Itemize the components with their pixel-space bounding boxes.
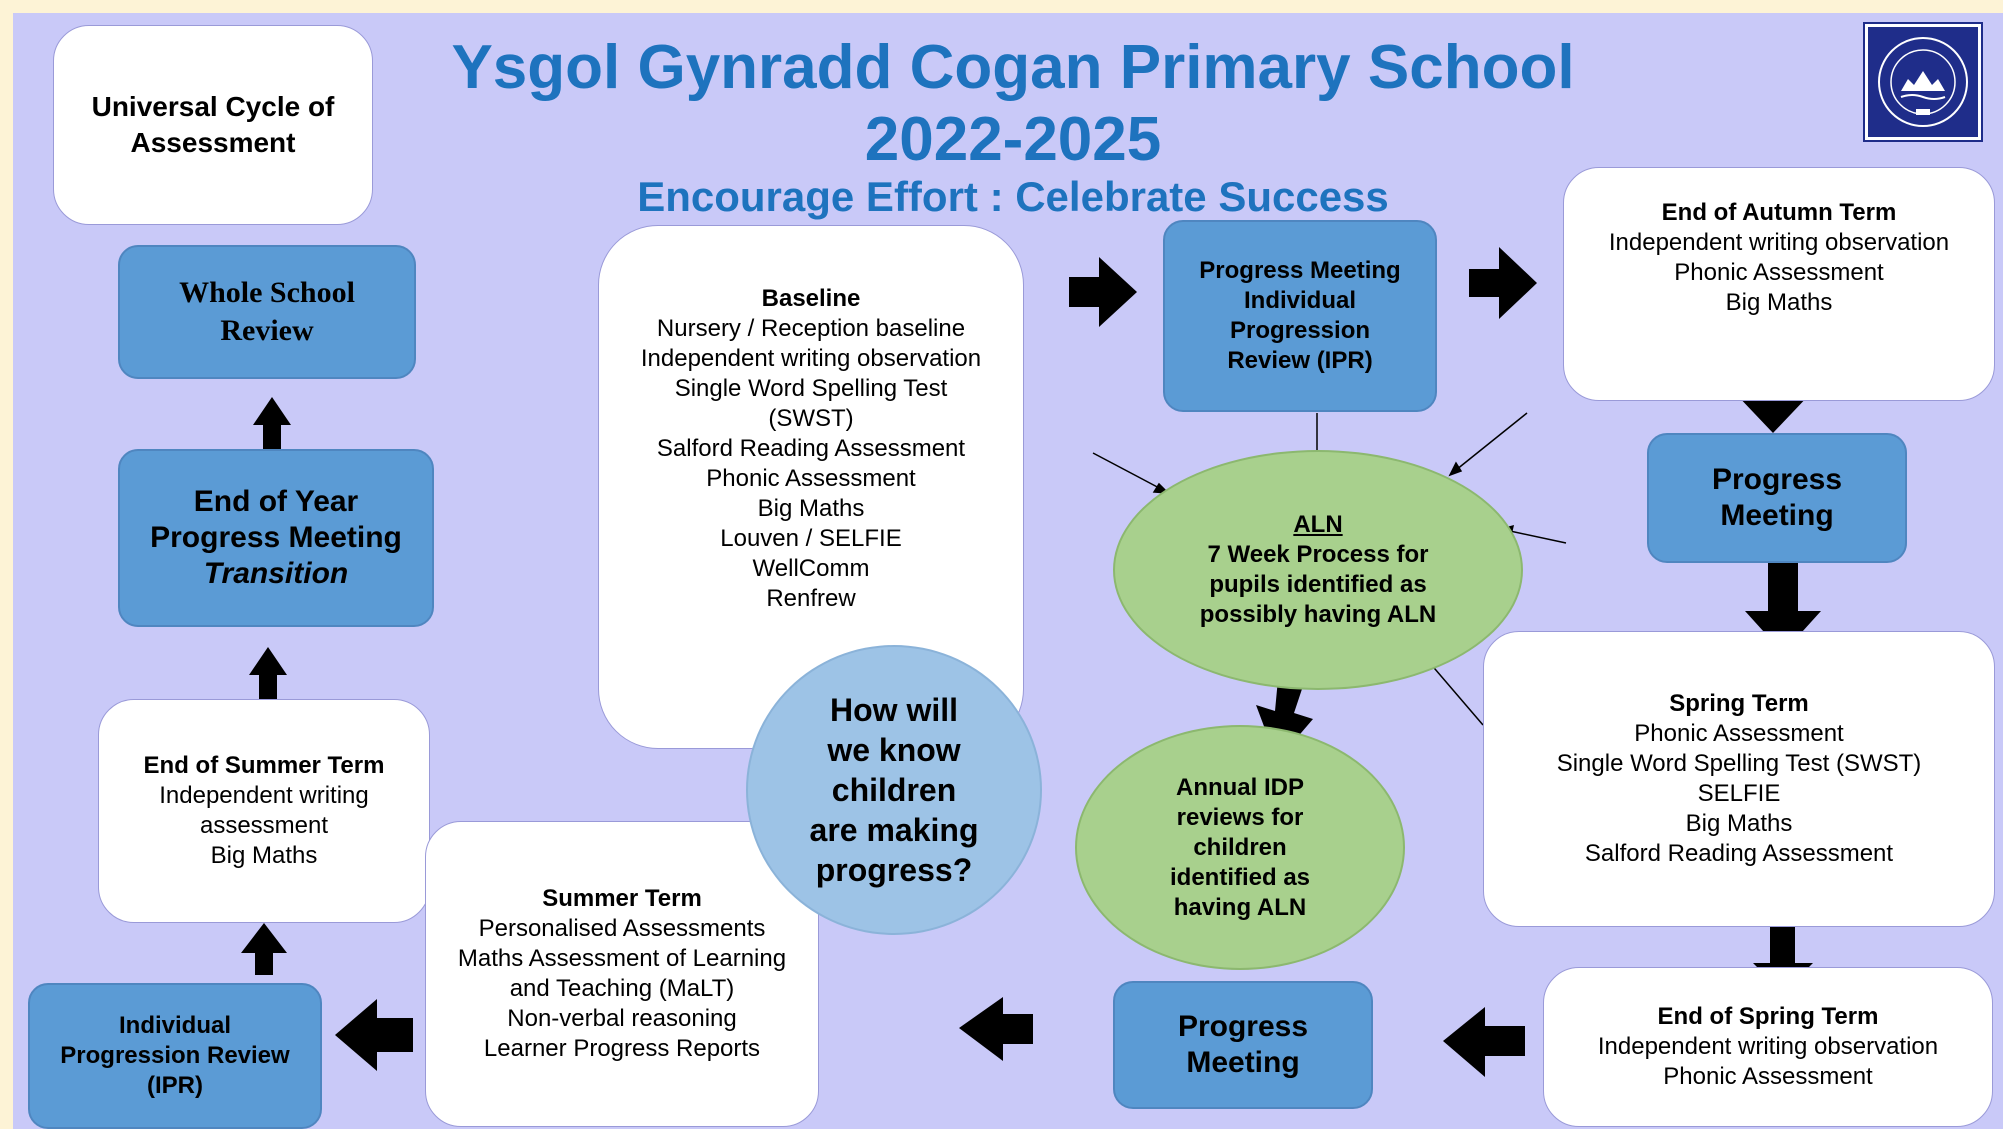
summer-term-item: Learner Progress Reports <box>483 1035 761 1062</box>
spring-term-item: Single Word Spelling Test (SWST) <box>1556 750 1922 777</box>
end-spring-item: Independent writing observation <box>1597 1033 1939 1060</box>
whole-school-review-label: Whole School Review <box>179 276 355 347</box>
end-spring-item: Phonic Assessment <box>1663 1063 1873 1090</box>
arrow-left-to-progress-bottom <box>1443 1007 1525 1077</box>
baseline-item: Single Word Spelling Test (SWST) <box>674 375 948 432</box>
ipr-label: Individual Progression Review (IPR) <box>60 1012 290 1099</box>
progress-meeting-ipr-label: Progress Meeting Individual Progression … <box>1199 257 1401 374</box>
aln-bubble: ALN 7 Week Process for pupils identified… <box>1113 450 1523 690</box>
baseline-item: WellComm <box>752 555 870 582</box>
end-of-year-line1: End of Year <box>193 485 359 518</box>
baseline-heading: Baseline <box>761 285 861 312</box>
end-autumn-term-box: End of Autumn Term Independent writing o… <box>1563 167 1995 401</box>
end-autumn-heading: End of Autumn Term <box>1661 199 1897 226</box>
summer-term-heading: Summer Term <box>542 885 702 912</box>
baseline-item: Renfrew <box>766 585 856 612</box>
end-autumn-item: Phonic Assessment <box>1674 259 1884 286</box>
page-title: Ysgol Gynradd Cogan Primary School <box>451 33 1575 102</box>
pointer-progress-to-aln <box>1509 530 1567 544</box>
ipr-box: Individual Progression Review (IPR) <box>28 983 322 1129</box>
end-of-year-line3: Transition <box>203 557 349 590</box>
summer-term-item: Personalised Assessments <box>478 915 766 942</box>
whole-school-review-box: Whole School Review <box>118 245 416 379</box>
progress-meeting-bottom-box: Progress Meeting <box>1113 981 1373 1109</box>
end-summer-item: Big Maths <box>210 842 318 869</box>
pointer-autumn-to-aln <box>1455 412 1528 471</box>
annual-idp-text: Annual IDP reviews for children identifi… <box>1169 773 1311 921</box>
spring-term-item: SELFIE <box>1697 780 1781 807</box>
baseline-item: Phonic Assessment <box>706 465 916 492</box>
progress-meeting-right-box: Progress Meeting <box>1647 433 1907 563</box>
baseline-item: Salford Reading Assessment <box>656 435 966 462</box>
baseline-item: Louven / SELFIE <box>720 525 902 552</box>
baseline-item: Big Maths <box>757 495 865 522</box>
arrow-left-to-ipr <box>335 999 413 1071</box>
end-summer-term-box: End of Summer Term Independent writing a… <box>98 699 430 923</box>
spring-term-heading: Spring Term <box>1669 690 1809 717</box>
aln-heading: ALN <box>1293 511 1343 538</box>
annual-idp-bubble: Annual IDP reviews for children identifi… <box>1075 725 1405 970</box>
end-spring-term-box: End of Spring Term Independent writing o… <box>1543 967 1993 1127</box>
arrow-down-to-spring <box>1745 560 1821 653</box>
aln-text: 7 Week Process for pupils identified as … <box>1199 541 1437 628</box>
baseline-item: Independent writing observation <box>640 345 982 372</box>
universal-cycle-label: Universal Cycle of Assessment <box>91 91 335 158</box>
progress-question-bubble: How will we know children are making pro… <box>746 645 1042 935</box>
baseline-item: Nursery / Reception baseline <box>656 315 966 342</box>
end-of-year-line2: Progress Meeting <box>150 521 402 554</box>
arrow-right-to-progress-ipr <box>1069 257 1137 327</box>
spring-term-item: Big Maths <box>1685 810 1793 837</box>
school-motto: Encourage Effort : Celebrate Success <box>637 173 1389 220</box>
summer-term-item: Non-verbal reasoning <box>507 1005 737 1032</box>
end-summer-term-heading: End of Summer Term <box>143 752 385 779</box>
arrow-up-to-end-of-year <box>249 647 287 699</box>
end-summer-item: Independent writing assessment <box>159 782 369 839</box>
progress-meeting-bottom-label: Progress Meeting <box>1177 1010 1309 1079</box>
arrow-right-to-autumn <box>1469 247 1537 319</box>
spring-term-item: Salford Reading Assessment <box>1584 840 1894 867</box>
summer-term-item: Maths Assessment of Learning and Teachin… <box>457 945 787 1002</box>
page-subtitle-years: 2022-2025 <box>864 105 1162 174</box>
end-of-year-box: End of Year Progress Meeting Transition <box>118 449 434 627</box>
arrow-left-to-summer <box>959 997 1033 1061</box>
universal-cycle-box: Universal Cycle of Assessment <box>53 25 373 225</box>
end-spring-heading: End of Spring Term <box>1657 1003 1879 1030</box>
summer-term-box: Summer Term Personalised Assessments Mat… <box>425 821 819 1127</box>
progress-meeting-ipr-box: Progress Meeting Individual Progression … <box>1163 220 1437 412</box>
arrow-up-to-whole-school <box>253 397 291 449</box>
assessment-cycle-slide: Ysgol Gynradd Cogan Primary School 2022-… <box>13 13 2003 1129</box>
pointer-baseline-to-aln <box>1092 452 1164 491</box>
arrow-up-to-end-summer <box>241 923 287 975</box>
school-crest-icon <box>1863 22 1983 142</box>
progress-meeting-right-label: Progress Meeting <box>1711 463 1843 532</box>
end-autumn-item: Independent writing observation <box>1608 229 1950 256</box>
spring-term-item: Phonic Assessment <box>1634 720 1844 747</box>
progress-question-text: How will we know children are making pro… <box>809 692 979 888</box>
spring-term-box: Spring Term Phonic Assessment Single Wor… <box>1483 631 1995 927</box>
end-autumn-item: Big Maths <box>1725 289 1833 316</box>
